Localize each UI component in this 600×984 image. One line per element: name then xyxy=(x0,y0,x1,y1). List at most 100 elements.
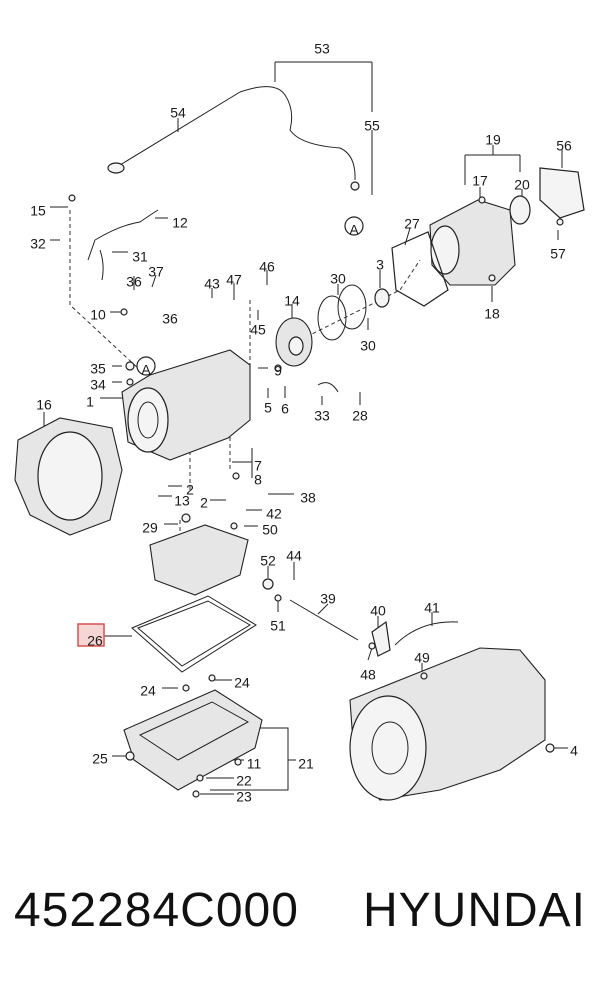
bolt-50 xyxy=(230,522,238,530)
oil-pan-21 xyxy=(123,689,263,791)
part-label-27: 27 xyxy=(404,216,420,232)
part-label-31: 31 xyxy=(132,249,148,265)
part-label-5: 5 xyxy=(264,400,272,416)
part-label-6: 6 xyxy=(281,401,289,417)
part-label-56: 56 xyxy=(556,138,572,154)
bolt-57 xyxy=(556,218,564,226)
footer: 452284C000 HYUNDAI xyxy=(0,870,600,950)
lever-40 xyxy=(371,620,391,657)
bushing-3 xyxy=(374,288,390,308)
case-bellhousing-face xyxy=(127,387,169,453)
bolt-15 xyxy=(68,194,76,202)
case-bore xyxy=(137,401,159,439)
part-label-33: 33 xyxy=(314,408,330,424)
part-label-51: 51 xyxy=(270,618,286,634)
shaft-39 xyxy=(289,599,359,641)
part-label-24: 24 xyxy=(140,683,156,699)
part-label-11: 11 xyxy=(247,756,262,772)
plug-4 xyxy=(545,743,555,753)
ring-30a xyxy=(337,284,367,330)
ring-30b xyxy=(317,295,347,341)
part-label-13: 13 xyxy=(174,493,190,509)
part-label-50: 50 xyxy=(262,522,278,538)
pipe-fitting xyxy=(350,181,360,191)
extension-face xyxy=(430,225,460,275)
part-label-30: 30 xyxy=(360,338,376,354)
part-label-9: 9 xyxy=(274,363,282,379)
speed-sensor-cable xyxy=(119,91,241,166)
part-label-32: 32 xyxy=(30,236,46,252)
converter-housing-opening xyxy=(37,431,103,521)
gasket-56 xyxy=(539,167,585,219)
part-label-34: 34 xyxy=(90,377,106,393)
part-label-20: 20 xyxy=(514,177,530,193)
part-label-46: 46 xyxy=(259,259,275,275)
part-label-39: 39 xyxy=(320,591,336,607)
speed-sensor xyxy=(107,162,125,174)
part-label-28: 28 xyxy=(352,408,368,424)
bolt-10 xyxy=(120,308,128,316)
callout-a-markers xyxy=(136,216,364,376)
oil-pump-hub xyxy=(288,336,304,356)
part-label-36: 36 xyxy=(162,311,178,327)
breather-pipe xyxy=(239,86,356,181)
highlight-box xyxy=(77,623,105,647)
part-label-21: 21 xyxy=(298,756,314,772)
part-label-53: 53 xyxy=(314,41,330,57)
magnet-24a xyxy=(182,684,190,692)
bolt-11 xyxy=(234,758,242,766)
part-label-8: 8 xyxy=(254,472,262,488)
wire-harness xyxy=(87,209,159,281)
part-label-25: 25 xyxy=(92,751,108,767)
part-label-17: 17 xyxy=(472,173,488,189)
part-label-36: 36 xyxy=(126,274,142,290)
part-label-35: 35 xyxy=(90,361,106,377)
part-label-30: 30 xyxy=(330,271,346,287)
part-label-24: 24 xyxy=(234,675,250,691)
part-label-3: 3 xyxy=(376,257,384,273)
part-label-45: 45 xyxy=(250,322,266,338)
part-label-7: 7 xyxy=(254,458,262,474)
part-label-55: 55 xyxy=(364,118,380,134)
part-label-29: 29 xyxy=(142,520,158,536)
part-label-52: 52 xyxy=(260,553,276,569)
part-label-26: 26 xyxy=(87,633,103,649)
part-label-48: 48 xyxy=(360,667,376,683)
assembly-bore xyxy=(371,721,409,775)
part-label-18: 18 xyxy=(484,306,500,322)
gasket-27 xyxy=(391,231,449,307)
brand-name: HYUNDAI xyxy=(362,883,586,937)
part-label-15: 15 xyxy=(30,203,46,219)
part-shapes xyxy=(14,86,585,801)
part-label-14: 14 xyxy=(284,293,300,309)
part-label-54: 54 xyxy=(170,105,186,121)
valve-body xyxy=(149,524,249,596)
part-label-49: 49 xyxy=(414,650,430,666)
oil-pan-gasket-26 xyxy=(131,595,257,673)
part-label-19: 19 xyxy=(485,132,501,148)
part-label-16: 16 xyxy=(36,397,52,413)
oil-seal-20 xyxy=(509,195,531,225)
part-label-44: 44 xyxy=(286,548,302,564)
pin-9 xyxy=(274,364,282,372)
bolt-18 xyxy=(488,274,496,282)
nut-48 xyxy=(368,642,376,650)
part-label-A: A xyxy=(141,362,151,378)
bolt-29 xyxy=(181,513,191,523)
part-label-4: 4 xyxy=(570,743,578,759)
pipe-33 xyxy=(317,382,339,393)
part-label-12: 12 xyxy=(172,215,188,231)
part-label-37: 37 xyxy=(148,264,164,280)
callout-a-circle-1 xyxy=(344,216,364,236)
oil-pan-rim xyxy=(138,701,250,761)
callout-a-circle-2 xyxy=(136,356,156,376)
washer-22 xyxy=(196,774,204,782)
cable-41 xyxy=(394,621,459,646)
part-label-42: 42 xyxy=(266,506,282,522)
washer-51 xyxy=(274,594,282,602)
part-label-47: 47 xyxy=(226,272,242,288)
assembly-bellhousing xyxy=(349,695,427,801)
washer-34 xyxy=(126,378,134,386)
part-label-10: 10 xyxy=(90,307,106,323)
